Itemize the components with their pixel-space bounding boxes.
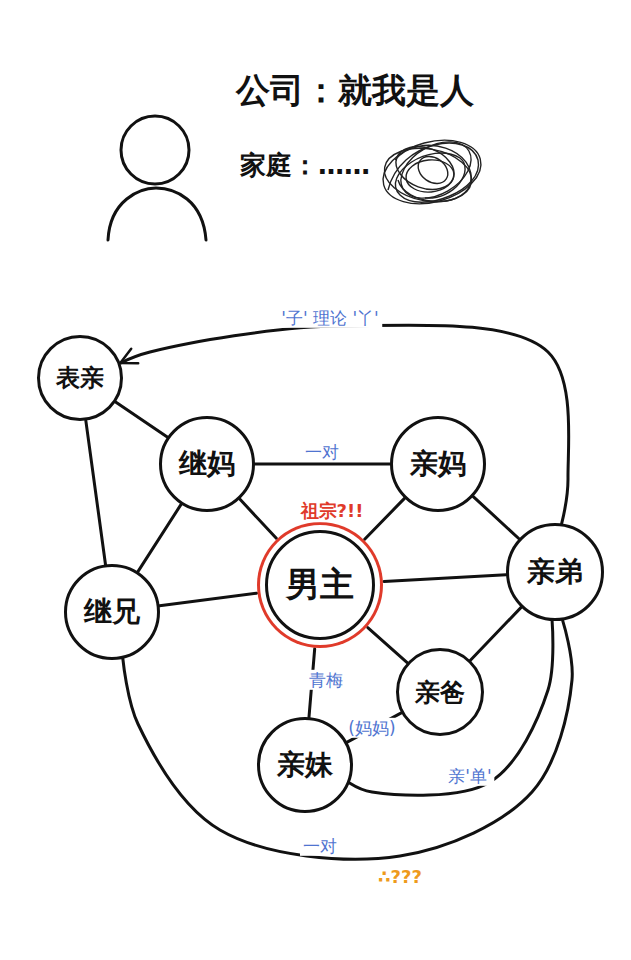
relation-label: 青梅 (306, 670, 346, 690)
person-circle: 亲妈 (390, 416, 486, 512)
relation-line (365, 498, 405, 539)
node-label: 亲爸 (415, 676, 465, 709)
annotation: ∴??? (376, 866, 424, 888)
relation-label: '子' 理论 '丫' (278, 308, 382, 328)
node-label: 亲弟 (527, 553, 583, 591)
relation-line (255, 463, 390, 466)
relation-line (473, 497, 519, 539)
relation-line (240, 499, 277, 538)
node-label: 表亲 (56, 362, 104, 394)
relation-line (160, 593, 257, 606)
heading-note: 家庭：…… (240, 150, 370, 181)
person-circle: 亲弟 (506, 523, 604, 621)
heading-note: 公司：就我是人 (236, 70, 474, 111)
node-label: 男主 (286, 562, 354, 608)
person-circle: 亲妹 (257, 717, 353, 813)
relation-line (123, 620, 572, 859)
relation-line (368, 628, 407, 663)
annotation: 祖宗?!! (299, 500, 366, 522)
node-label: 亲妈 (410, 445, 466, 483)
person-circle: 继兄 (64, 564, 160, 660)
person-circle: 亲爸 (396, 648, 484, 736)
node-label: 继妈 (179, 445, 235, 483)
relation-line (116, 402, 168, 437)
relation-line (86, 421, 106, 565)
person-circle: 继妈 (159, 416, 255, 512)
relation-line (138, 504, 181, 571)
relation-line (384, 575, 506, 582)
relation-line (350, 621, 553, 795)
relation-line (470, 607, 521, 660)
person-icon (108, 116, 206, 240)
relation-label: (妈妈) (345, 718, 398, 738)
relation-label: 一对 (302, 442, 342, 462)
scribble (376, 130, 488, 214)
relation-label: 一对 (300, 836, 340, 856)
node-label: 继兄 (84, 593, 140, 631)
person-circle: 男主 (265, 530, 375, 640)
relation-line (120, 325, 568, 523)
node-label: 亲妹 (277, 746, 333, 784)
relation-label: 亲'单' (445, 766, 494, 786)
person-circle: 表亲 (37, 335, 123, 421)
